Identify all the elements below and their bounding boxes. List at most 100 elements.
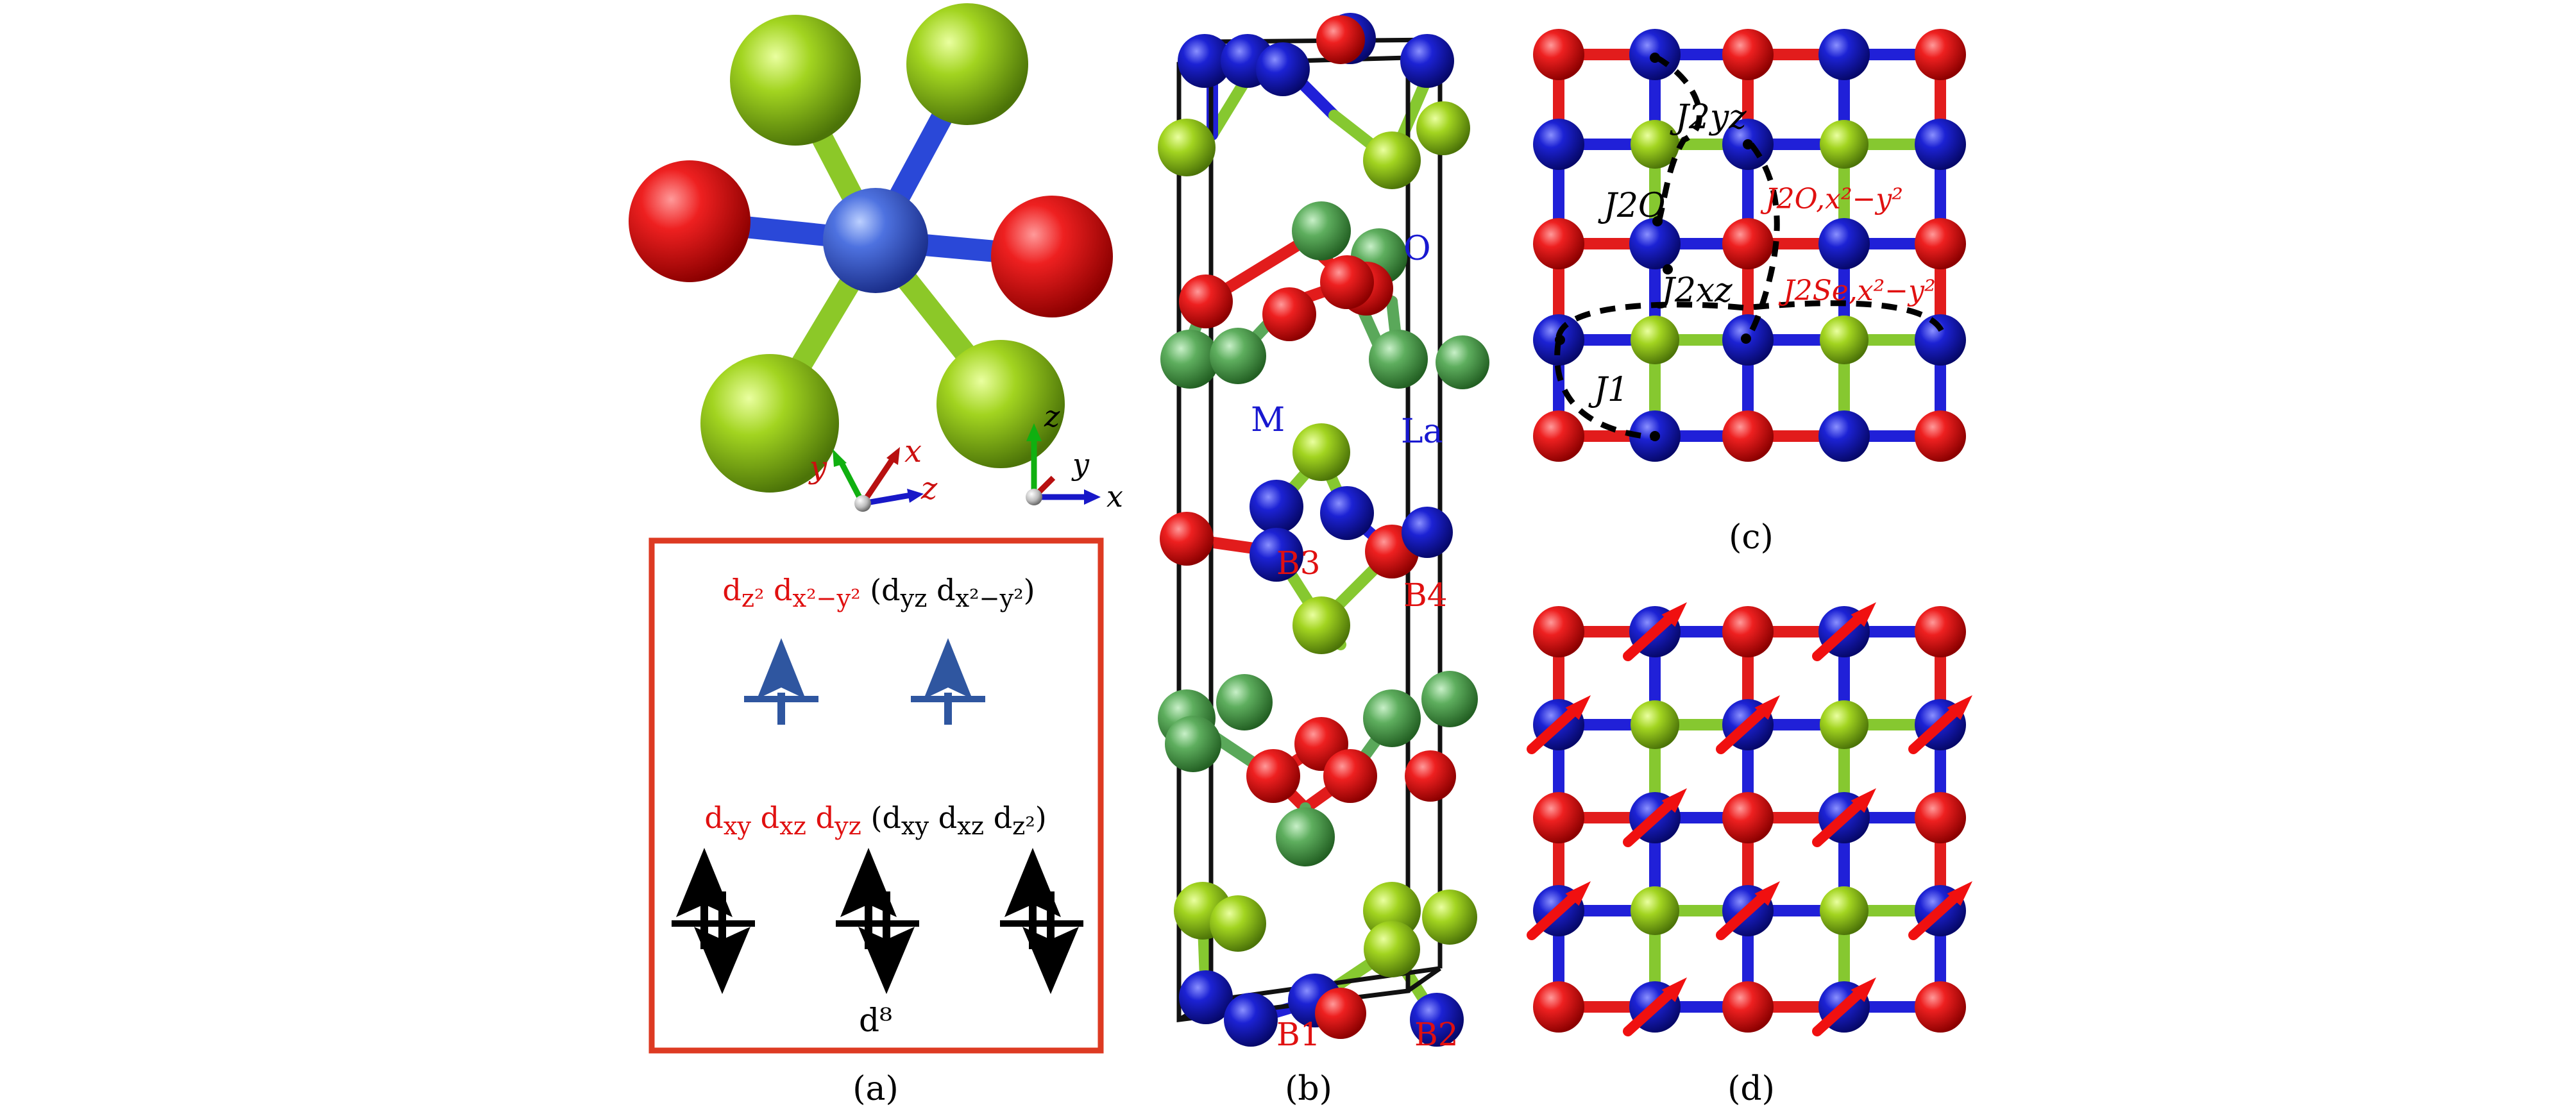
crystal-atoms [1158,13,1489,1047]
blue-atom [1250,528,1303,582]
blue-atom [1410,993,1464,1047]
spin-down-head [1022,927,1079,994]
red-atom [1722,981,1774,1033]
upper-orbitals-label: dz² dx²−y² (dyz dx²−y²) [722,573,1035,614]
blue-atom [1533,119,1584,170]
coupling-point [1652,216,1663,226]
blue-atom [1179,970,1233,1024]
panel-a: y x z z y x dz² dx²−y² (dyz dx²−y²) [629,3,1123,1108]
red-atom [1915,606,1966,657]
blue-atom [1915,314,1966,366]
red-atom [1915,218,1966,269]
panel-c-caption: (c) [1729,518,1774,557]
axis-label-x: x [904,434,922,469]
spin-arrow [1812,987,1866,1036]
spin-down-head [858,927,915,994]
coupling-points [1555,53,1753,441]
red-atom [1533,792,1584,843]
darkgreen-atom [1436,335,1489,389]
axes-triad-1: y x z [808,434,938,512]
coupling-point [1741,333,1751,344]
lower-orbitals-red: dxy dxz dyz [704,800,861,841]
red-atom [1533,606,1584,657]
axis-label-z: z [920,471,938,507]
spin-arrowhead [1754,695,1780,720]
darkgreen-atom [1363,689,1421,747]
j1-path [1554,339,1656,441]
blue-atom [1915,119,1966,170]
coupling-point [1650,431,1660,441]
red-atom [1323,749,1377,803]
lightgreen-atom [1292,596,1350,654]
panel-d: (d) [1527,602,1972,1108]
lightgreen-atom [1364,921,1420,977]
darkgreen-atom [1160,330,1219,389]
panel-b: O M La B3 B4 B1 B2 (b) [1158,13,1489,1108]
blue-atom [1629,218,1681,269]
spin-arrow [1527,705,1580,754]
se-atom [700,354,839,493]
red-atom [1722,792,1774,843]
spin-arrow [1812,798,1866,847]
spin-arrowhead [1754,881,1780,906]
spin-arrow [1623,987,1677,1036]
coupling-lattice [1533,29,1966,462]
arrow-head [757,638,806,699]
paired-spin [836,848,919,994]
label-j1: J1 [1588,371,1629,409]
orbital-occupation-box [648,537,1104,1054]
coupling-point [1650,53,1660,63]
lightgreen-atom [1631,700,1679,749]
spin-arrows [1527,602,1972,1036]
octahedron-model [629,3,1113,493]
axis-label-y: y [1071,447,1090,482]
red-atom [1316,15,1365,64]
upper-orbitals-black: (dyz dx²−y²) [870,573,1035,614]
red-atom [1722,29,1774,80]
axis-origin [854,495,871,512]
lightgreen-atom [1363,131,1421,189]
blue-atom [1178,34,1232,88]
axis-origin [1026,489,1042,505]
axes-triad-2: z y x [1026,399,1123,514]
lightgreen-atom [1631,886,1679,935]
spin-up-arrows [744,638,985,725]
darkgreen-atom [1421,671,1478,727]
lightgreen-atom [1158,119,1216,176]
spin-arrow [1527,891,1580,940]
darkgreen-atom [1369,330,1428,389]
spin-up-arrow [911,638,985,725]
label-m: M [1251,401,1285,439]
spin-arrow [1623,798,1677,847]
panel-b-caption: (b) [1285,1070,1332,1108]
axis-arrowhead [833,449,847,467]
red-atom [1533,410,1584,462]
red-atom [1179,274,1233,328]
spin-arrow [1812,612,1866,661]
lightgreen-atom [1820,886,1868,935]
electron-configuration: d⁸ [859,1002,892,1039]
lightgreen-atom [1416,101,1470,155]
se-atom [730,15,861,146]
panel-a-caption: (a) [852,1070,899,1108]
paired-spin [672,848,755,994]
lightgreen-atom [1631,316,1679,364]
spin-arrowhead [1851,977,1876,1002]
lightgreen-atom [1210,895,1266,952]
red-atom [1915,410,1966,462]
ni-atom [823,188,928,293]
label-b4: B4 [1403,577,1448,614]
label-la: La [1401,412,1443,451]
darkgreen-atom [1165,716,1221,772]
red-atom [1915,29,1966,80]
red-atom [1915,981,1966,1033]
label-j2se-x2y2: J2Se,x²−y² [1778,274,1936,307]
spin-arrow [1716,705,1770,754]
o-atom [629,160,750,282]
lightgreen-atom [1820,120,1868,169]
red-atom [1722,218,1774,269]
label-j2o-x2y2: J2O,x²−y² [1760,183,1903,215]
axis-arrowhead [1084,489,1101,505]
blue-atom [1250,480,1303,534]
